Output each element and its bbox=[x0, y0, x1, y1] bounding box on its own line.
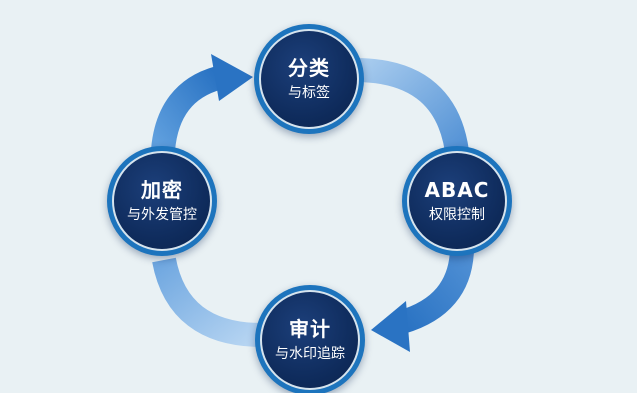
node-audit-title: 审计 bbox=[289, 316, 331, 341]
node-classification-face: 分类 与标签 bbox=[259, 29, 359, 129]
node-abac: ABAC 权限控制 bbox=[402, 146, 512, 256]
node-audit-face: 审计 与水印追踪 bbox=[260, 290, 360, 390]
node-audit: 审计 与水印追踪 bbox=[255, 285, 365, 395]
arrow-bottom-to-left bbox=[152, 257, 263, 347]
node-audit-subtitle: 与水印追踪 bbox=[275, 345, 345, 362]
node-encryption: 加密 与外发管控 bbox=[107, 146, 217, 256]
arrow-right-to-bottom bbox=[398, 249, 474, 334]
arrowhead-right-to-bottom bbox=[371, 301, 410, 352]
node-encryption-title: 加密 bbox=[141, 177, 183, 202]
arrowhead-left-to-top bbox=[211, 54, 253, 101]
node-abac-face: ABAC 权限控制 bbox=[407, 151, 507, 251]
arrow-left-to-top bbox=[151, 66, 222, 152]
node-encryption-subtitle: 与外发管控 bbox=[127, 206, 197, 223]
node-abac-title: ABAC bbox=[424, 177, 490, 202]
node-classification-subtitle: 与标签 bbox=[288, 84, 330, 101]
node-classification-title: 分类 bbox=[288, 55, 330, 80]
node-classification: 分类 与标签 bbox=[254, 24, 364, 134]
arrow-top-to-right bbox=[354, 58, 470, 162]
node-abac-subtitle: 权限控制 bbox=[429, 206, 485, 223]
node-encryption-face: 加密 与外发管控 bbox=[112, 151, 212, 251]
